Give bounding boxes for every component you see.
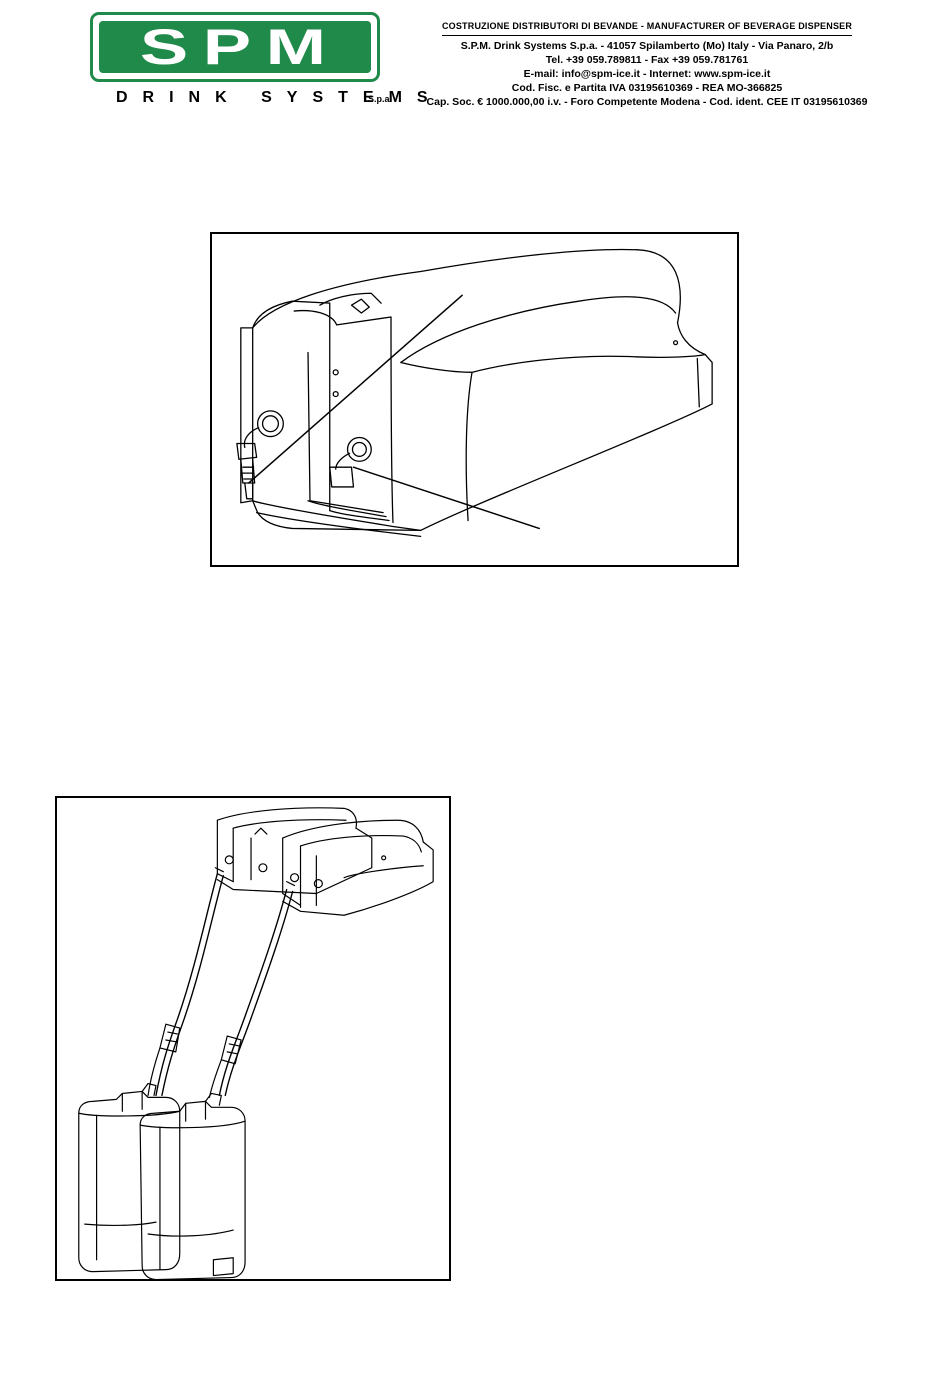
company-tagline: COSTRUZIONE DISTRIBUTORI DI BEVANDE - MA… — [441, 19, 853, 36]
dispenser-rear-figure — [210, 232, 739, 567]
company-address: S.P.M. Drink Systems S.p.a. - 41057 Spil… — [460, 40, 834, 52]
company-info: COSTRUZIONE DISTRIBUTORI DI BEVANDE - MA… — [412, 19, 882, 109]
logo-background: SPM — [99, 21, 371, 73]
company-logo: SPM — [90, 12, 380, 82]
dispensers-canisters-drawing — [78, 807, 434, 1279]
logo-text: SPM — [139, 19, 341, 75]
logo-suffix: S.p.a. — [368, 94, 393, 104]
dispenser-rear-drawing — [236, 248, 713, 537]
company-capital: Cap. Soc. € 1000.000,00 i.v. - Foro Comp… — [426, 96, 868, 108]
company-tax: Cod. Fisc. e Partita IVA 03195610369 - R… — [511, 82, 783, 94]
logo-subtitle: DRINK SYSTEMS — [116, 89, 443, 106]
dispensers-canisters-figure — [55, 796, 451, 1281]
company-phone: Tel. +39 059.789811 - Fax +39 059.781761 — [545, 54, 749, 66]
company-web: E-mail: info@spm-ice.it - Internet: www.… — [523, 68, 771, 80]
